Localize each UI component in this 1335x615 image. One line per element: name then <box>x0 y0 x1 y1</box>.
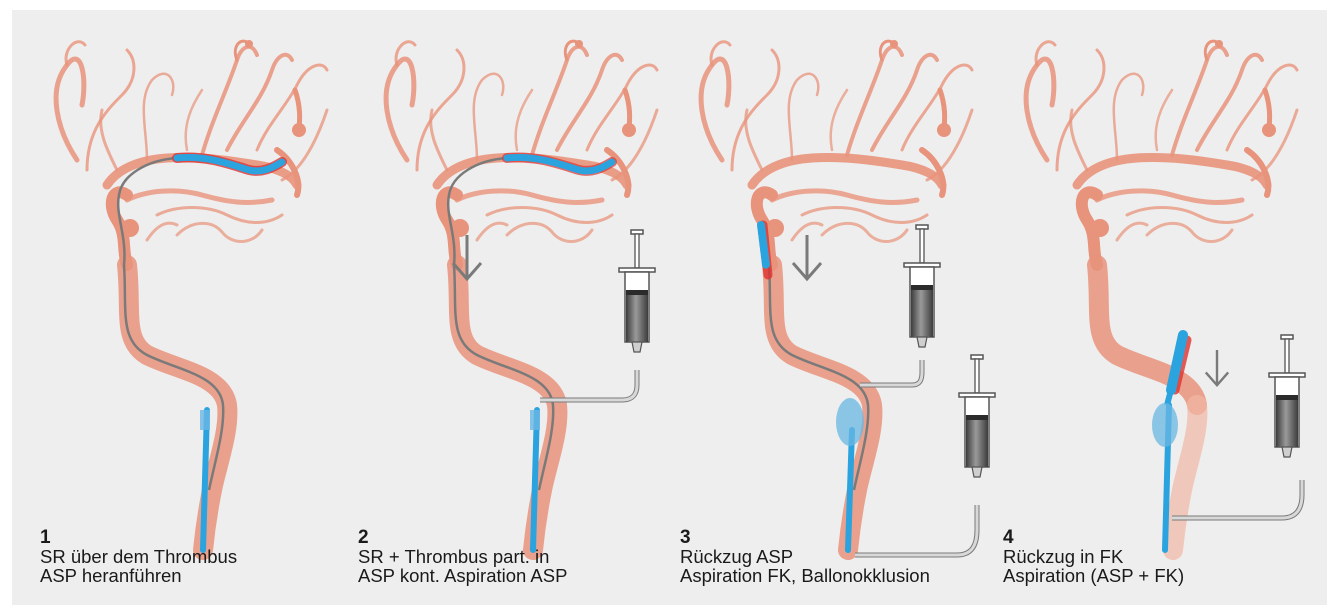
caption-panel-3: 3 Rückzug ASP Aspiration FK, Ballonokklu… <box>680 528 1000 585</box>
panel-number: 3 <box>680 528 1000 547</box>
panel-4 <box>1026 40 1305 550</box>
panel-number: 2 <box>358 528 678 547</box>
caption-line: Rückzug ASP <box>680 547 1000 566</box>
panel-number: 1 <box>40 528 360 547</box>
caption-panel-4: 4 Rückzug in FK Aspiration (ASP + FK) <box>1003 528 1323 585</box>
caption-line: SR + Thrombus part. in <box>358 547 678 566</box>
panel-3 <box>701 40 995 555</box>
panel-2 <box>386 40 657 550</box>
caption-line: ASP kont. Aspiration ASP <box>358 566 678 585</box>
thrombectomy-illustration <box>12 10 1327 605</box>
panel-number: 4 <box>1003 528 1323 547</box>
caption-line: SR über dem Thrombus <box>40 547 360 566</box>
caption-line: Aspiration FK, Ballonokklusion <box>680 566 1000 585</box>
caption-line: Aspiration (ASP + FK) <box>1003 566 1323 585</box>
caption-line: ASP heranführen <box>40 566 360 585</box>
caption-panel-2: 2 SR + Thrombus part. in ASP kont. Aspir… <box>358 528 678 585</box>
panel-1 <box>56 40 327 550</box>
thrombectomy-figure: 1 SR über dem Thrombus ASP heranführen 2… <box>12 10 1327 605</box>
caption-line: Rückzug in FK <box>1003 547 1323 566</box>
caption-panel-1: 1 SR über dem Thrombus ASP heranführen <box>40 528 360 585</box>
